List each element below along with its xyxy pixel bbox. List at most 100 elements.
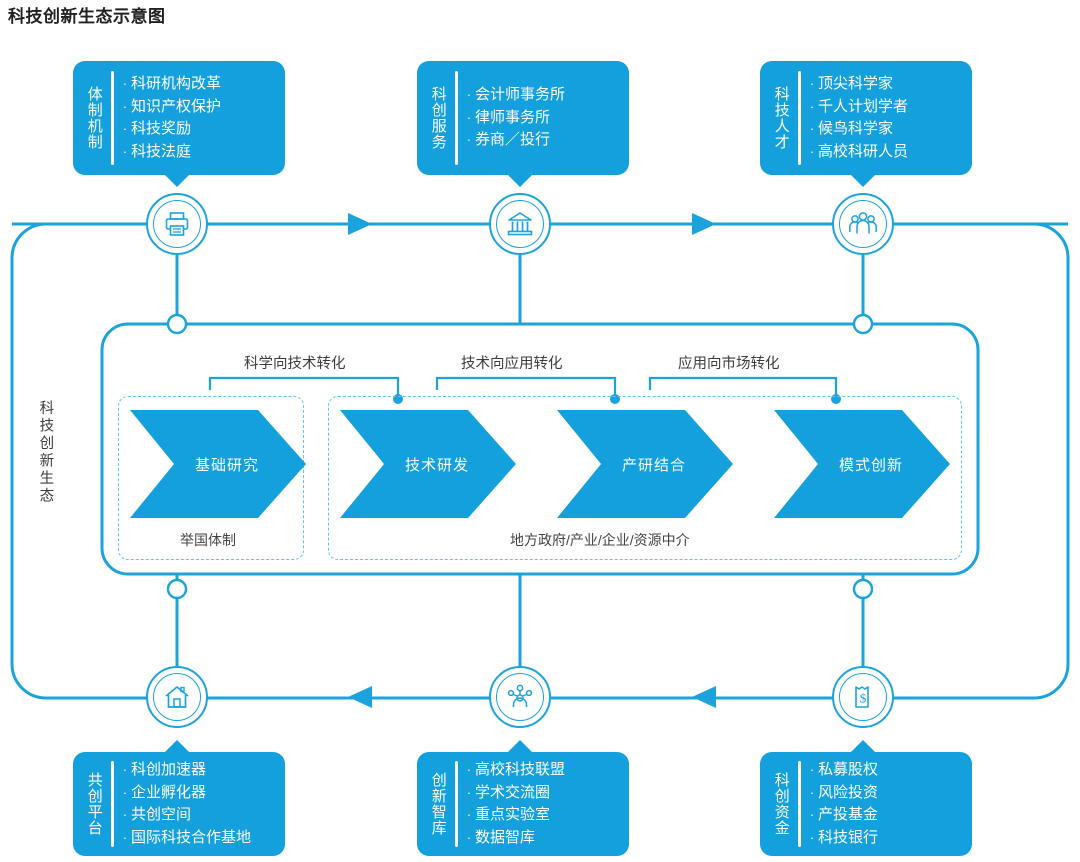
list-item: ·券商／投行 — [466, 131, 551, 149]
stage-basic[interactable]: 基础研究 — [130, 410, 306, 518]
bullet-icon: · — [466, 109, 472, 125]
card-divider — [110, 71, 114, 165]
card-divider — [110, 761, 114, 847]
list-item: ·国际科技合作基地 — [122, 828, 252, 846]
card-thinktank-label: 创新智库 — [429, 772, 447, 836]
card-funding-tail — [850, 740, 876, 753]
bracket-label-2: 技术向应用转化 — [461, 356, 563, 372]
card-platform[interactable]: 共创平台 ·科创加速器 ·企业孵化器 ·共创空间 ·国际科技合作基地 — [73, 752, 285, 856]
stage-ir[interactable]: 产研结合 — [557, 410, 733, 518]
dash-caption-market: 地方政府/产业/企业/资源中介 — [510, 532, 690, 548]
node-institution[interactable] — [146, 193, 208, 255]
card-funding[interactable]: 科创资金 ·私募股权 ·风险投资 ·产投基金 ·科技银行 — [760, 752, 972, 856]
bullet-icon: · — [466, 762, 472, 777]
bullet-icon: · — [809, 76, 815, 91]
node-talent[interactable] — [832, 193, 894, 255]
bracket-label-3: 应用向市场转化 — [678, 356, 780, 372]
card-talent-items: ·顶尖科学家 ·千人计划学者 ·候鸟科学家 ·高校科研人员 — [810, 67, 918, 169]
node-platform[interactable] — [146, 666, 208, 728]
stage-basic-label: 基础研究 — [194, 456, 259, 474]
card-divider — [797, 761, 801, 847]
bullet-icon: · — [122, 829, 128, 845]
bullet-icon: · — [809, 829, 815, 845]
card-platform-items: ·科创加速器 ·企业孵化器 ·共创空间 ·国际科技合作基地 — [123, 753, 261, 855]
card-funding-items: ·私募股权 ·风险投资 ·产投基金 ·科技银行 — [810, 753, 888, 855]
bullet-icon: · — [809, 784, 815, 800]
card-institution-tail — [164, 174, 190, 187]
bullet-icon: · — [466, 784, 472, 800]
node-funding[interactable]: $ — [832, 666, 894, 728]
list-item: ·高校科研人员 — [809, 142, 909, 160]
bullet-icon: · — [809, 121, 815, 136]
list-item: ·高校科技联盟 — [466, 761, 566, 778]
dash-caption-basic: 举国体制 — [180, 532, 236, 548]
dashed-group-basic — [118, 396, 304, 560]
list-item: ·企业孵化器 — [122, 783, 207, 801]
printer-icon — [165, 212, 189, 236]
house-icon — [165, 686, 189, 708]
dashed-group-market — [328, 396, 962, 560]
bullet-icon: · — [122, 784, 128, 800]
card-thinktank-items: ·高校科技联盟 ·学术交流圈 ·重点实验室 ·数据智库 — [467, 753, 575, 855]
ecosystem-side-label: 科技创新生态 — [37, 400, 54, 505]
bullet-icon: · — [466, 807, 472, 822]
list-item: ·产投基金 — [809, 806, 879, 823]
list-item: ·风险投资 — [809, 783, 879, 801]
stage-model-label: 模式创新 — [838, 456, 903, 474]
stage-rnd-label: 技术研发 — [404, 456, 469, 474]
card-divider — [454, 71, 458, 165]
money-bill-icon: $ — [855, 686, 869, 708]
bullet-icon: · — [122, 762, 128, 777]
list-item: ·顶尖科学家 — [809, 75, 894, 92]
list-item: ·候鸟科学家 — [809, 120, 894, 137]
bullet-icon: · — [809, 98, 815, 114]
bullet-icon: · — [122, 121, 128, 136]
list-item: ·千人计划学者 — [809, 97, 909, 115]
bullet-icon: · — [122, 807, 128, 822]
node-thinktank[interactable] — [489, 666, 551, 728]
card-divider — [797, 71, 801, 165]
bullet-icon: · — [466, 829, 472, 845]
bullet-icon: · — [466, 87, 472, 103]
page-title: 科技创新生态示意图 — [8, 7, 166, 26]
network-people-icon — [507, 684, 533, 707]
card-platform-label: 共创平台 — [85, 772, 103, 836]
card-institution-items: ·科研机构改革 ·知识产权保护 ·科技奖励 ·科技法庭 — [123, 67, 231, 169]
bullet-icon: · — [122, 76, 128, 91]
card-talent[interactable]: 科技人才 ·顶尖科学家 ·千人计划学者 ·候鸟科学家 ·高校科研人员 — [760, 61, 972, 175]
card-service-tail — [507, 174, 533, 187]
bracket-label-1: 科学向技术转化 — [244, 356, 346, 372]
bullet-icon: · — [466, 132, 472, 148]
card-thinktank[interactable]: 创新智库 ·高校科技联盟 ·学术交流圈 ·重点实验室 ·数据智库 — [417, 752, 629, 856]
card-funding-label: 科创资金 — [772, 772, 790, 836]
bullet-icon: · — [809, 143, 815, 159]
node-service[interactable] — [489, 193, 551, 255]
card-talent-tail — [850, 174, 876, 187]
card-divider — [454, 761, 458, 847]
list-item: ·科技银行 — [809, 828, 879, 846]
list-item: ·科技奖励 — [122, 120, 192, 137]
list-item: ·数据智库 — [466, 828, 536, 846]
list-item: ·知识产权保护 — [122, 97, 222, 115]
list-item: ·重点实验室 — [466, 806, 551, 823]
svg-text:$: $ — [860, 691, 867, 706]
list-item: ·私募股权 — [809, 761, 879, 778]
card-service[interactable]: 科创服务 ·会计师事务所 ·律师事务所 ·券商／投行 — [417, 61, 629, 175]
list-item: ·科创加速器 — [122, 761, 207, 778]
stage-model[interactable]: 模式创新 — [774, 410, 950, 518]
list-item: ·科研机构改革 — [122, 75, 222, 92]
card-service-label: 科创服务 — [429, 86, 447, 150]
list-item: ·学术交流圈 — [466, 783, 551, 801]
card-institution[interactable]: 体制机制 ·科研机构改革 ·知识产权保护 ·科技奖励 ·科技法庭 — [73, 61, 285, 175]
list-item: ·共创空间 — [122, 806, 192, 823]
bullet-icon: · — [122, 143, 128, 159]
people-group-icon — [849, 212, 877, 234]
card-thinktank-tail — [507, 740, 533, 753]
card-institution-label: 体制机制 — [85, 86, 103, 150]
stage-ir-label: 产研结合 — [621, 456, 686, 474]
card-platform-tail — [164, 740, 190, 753]
bank-icon — [507, 212, 533, 236]
bullet-icon: · — [122, 98, 128, 114]
stage-rnd[interactable]: 技术研发 — [340, 410, 516, 518]
